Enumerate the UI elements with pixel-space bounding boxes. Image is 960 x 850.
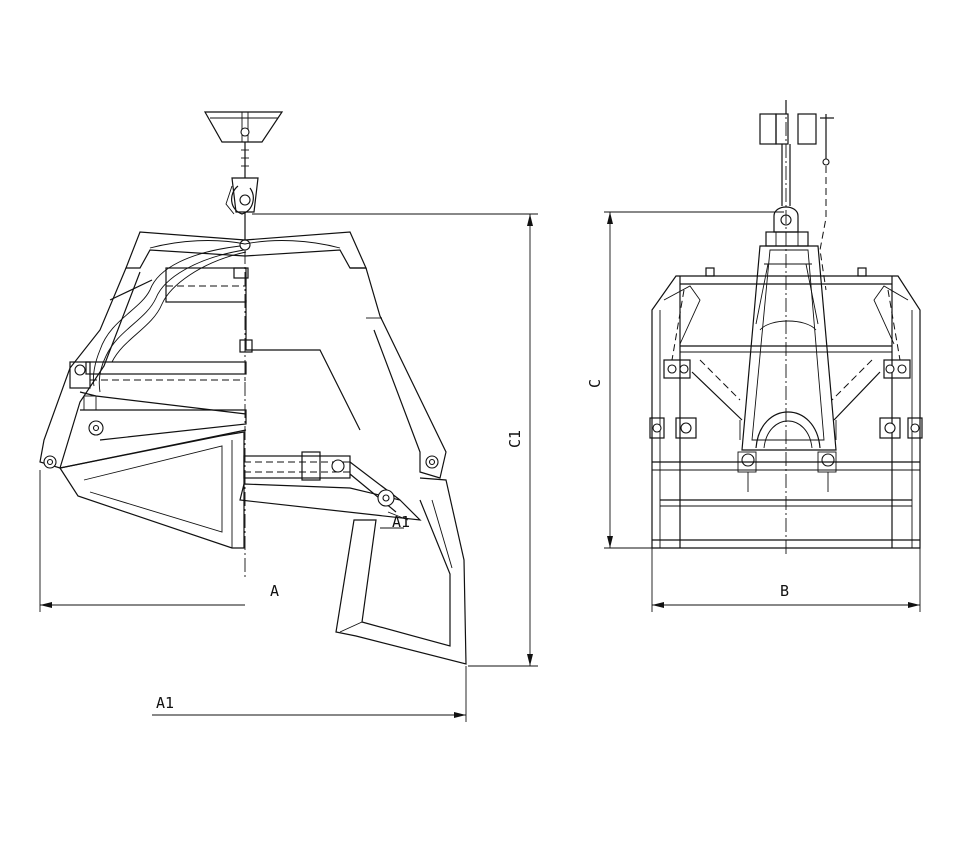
side-view-jaw-link: A1 [239, 483, 422, 531]
dimension-a-label: A [270, 582, 279, 600]
dimension-c1: C1 [252, 213, 538, 667]
side-view: A1 A A1 C [39, 111, 538, 722]
front-view-side-brackets [663, 285, 911, 421]
dimension-c1-label: C1 [506, 430, 524, 448]
front-view-chain [819, 166, 827, 291]
detail-mark-label: A1 [392, 513, 410, 531]
dimension-c: C [586, 211, 784, 549]
side-view-hook-chain [225, 142, 259, 251]
front-view: B C [586, 100, 923, 612]
side-view-pulley [203, 111, 284, 143]
front-view-shackle [765, 144, 809, 247]
side-view-right-bucket [335, 477, 467, 665]
dimension-b-label: B [780, 582, 789, 600]
dimension-a: A [39, 470, 279, 612]
dimension-a1-label: A1 [156, 694, 174, 712]
side-view-upper-frame [165, 267, 361, 431]
front-view-top-fixtures [759, 100, 834, 166]
dimension-c-label: C [586, 379, 604, 388]
dimension-a1: A1 [152, 666, 467, 722]
side-view-left-arm [39, 267, 153, 469]
dimension-b: B [651, 548, 921, 612]
side-view-right-arm [350, 267, 447, 479]
side-view-left-bucket [59, 431, 245, 549]
side-view-cross-members [59, 361, 247, 469]
front-view-central-tower [739, 245, 837, 451]
